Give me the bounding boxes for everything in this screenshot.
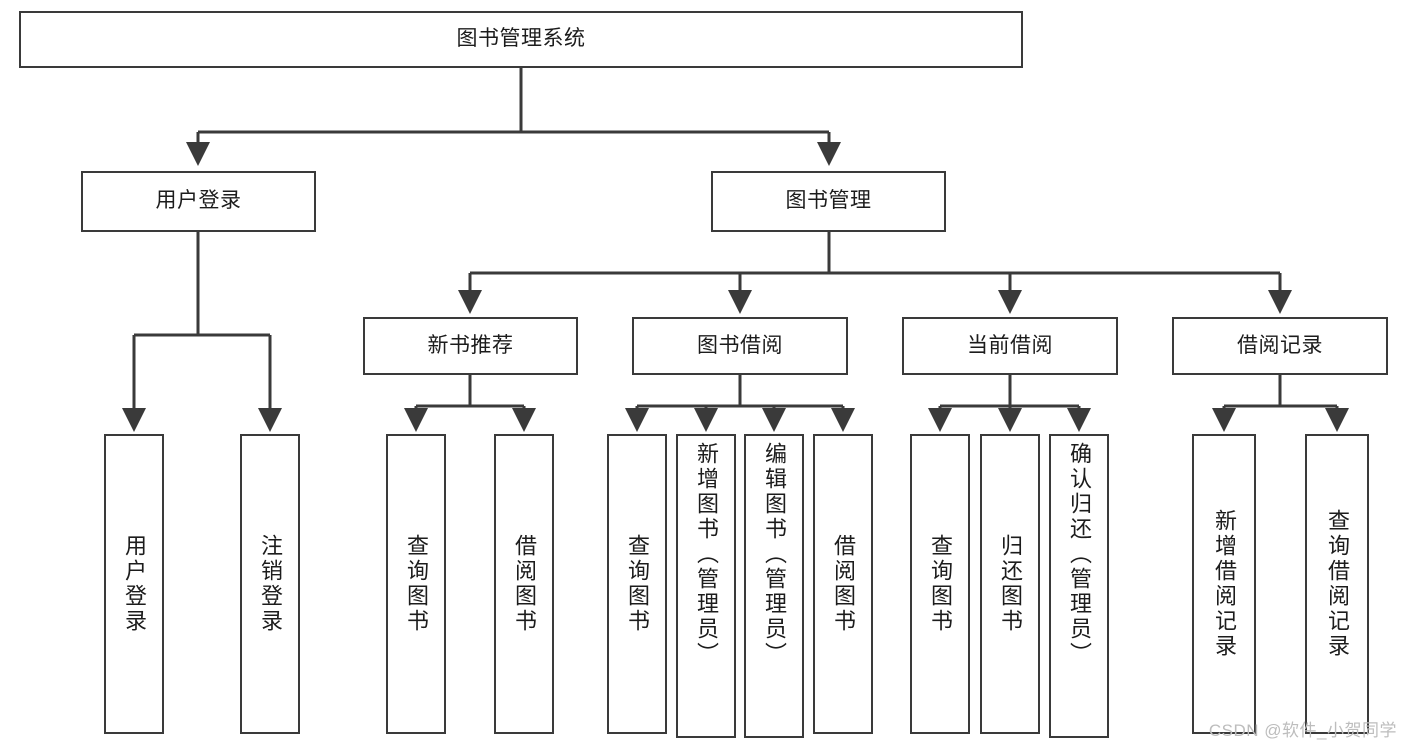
- node-current-borrow[interactable]: 当前借阅: [902, 317, 1118, 375]
- node-label: 用户登录: [155, 189, 242, 213]
- node-label: 图书管理系统: [456, 27, 586, 51]
- node-leaf-add-book[interactable]: 新增图书（管理员）: [676, 434, 736, 738]
- node-label: 当前借阅: [967, 333, 1053, 357]
- node-leaf-user-login[interactable]: 用户登录: [104, 434, 164, 734]
- node-label: 新增借阅记录: [1212, 509, 1237, 659]
- node-leaf-query-book-2[interactable]: 查询图书: [607, 434, 667, 734]
- node-label: 归还图书: [998, 534, 1023, 634]
- node-label: 图书借阅: [697, 333, 783, 357]
- node-root-system[interactable]: 图书管理系统: [19, 11, 1023, 68]
- node-leaf-borrow-book-2[interactable]: 借阅图书: [813, 434, 873, 734]
- node-label: 查询图书: [625, 534, 650, 634]
- csdn-watermark: CSDN @软件_小贺同学: [1208, 721, 1397, 740]
- node-label: 借阅图书: [831, 534, 856, 634]
- node-book-borrow[interactable]: 图书借阅: [632, 317, 848, 375]
- node-leaf-add-record[interactable]: 新增借阅记录: [1192, 434, 1256, 734]
- node-leaf-borrow-book-1[interactable]: 借阅图书: [494, 434, 554, 734]
- node-leaf-query-book-1[interactable]: 查询图书: [386, 434, 446, 734]
- node-borrow-record[interactable]: 借阅记录: [1172, 317, 1388, 375]
- node-label: 借阅图书: [512, 534, 537, 634]
- node-label: 查询图书: [928, 534, 953, 634]
- node-leaf-query-record[interactable]: 查询借阅记录: [1305, 434, 1369, 734]
- node-label: 图书管理: [785, 189, 872, 213]
- node-label: 新书推荐: [427, 333, 514, 357]
- node-leaf-edit-book[interactable]: 编辑图书（管理员）: [744, 434, 804, 738]
- node-book-management[interactable]: 图书管理: [711, 171, 946, 232]
- node-user-login[interactable]: 用户登录: [81, 171, 316, 232]
- node-leaf-return-book[interactable]: 归还图书: [980, 434, 1040, 734]
- node-leaf-confirm-return[interactable]: 确认归还（管理员）: [1049, 434, 1109, 738]
- node-leaf-logout-login[interactable]: 注销登录: [240, 434, 300, 734]
- node-label: 用户登录: [122, 534, 147, 634]
- node-label: 查询图书: [404, 534, 429, 634]
- node-label: 编辑图书（管理员）: [762, 442, 787, 667]
- node-leaf-query-book-3[interactable]: 查询图书: [910, 434, 970, 734]
- node-new-book-recommend[interactable]: 新书推荐: [363, 317, 578, 375]
- node-label: 查询借阅记录: [1325, 509, 1350, 659]
- node-label: 借阅记录: [1237, 333, 1323, 357]
- node-label: 新增图书（管理员）: [694, 442, 719, 667]
- node-label: 注销登录: [258, 534, 283, 634]
- node-label: 确认归还（管理员）: [1067, 442, 1092, 667]
